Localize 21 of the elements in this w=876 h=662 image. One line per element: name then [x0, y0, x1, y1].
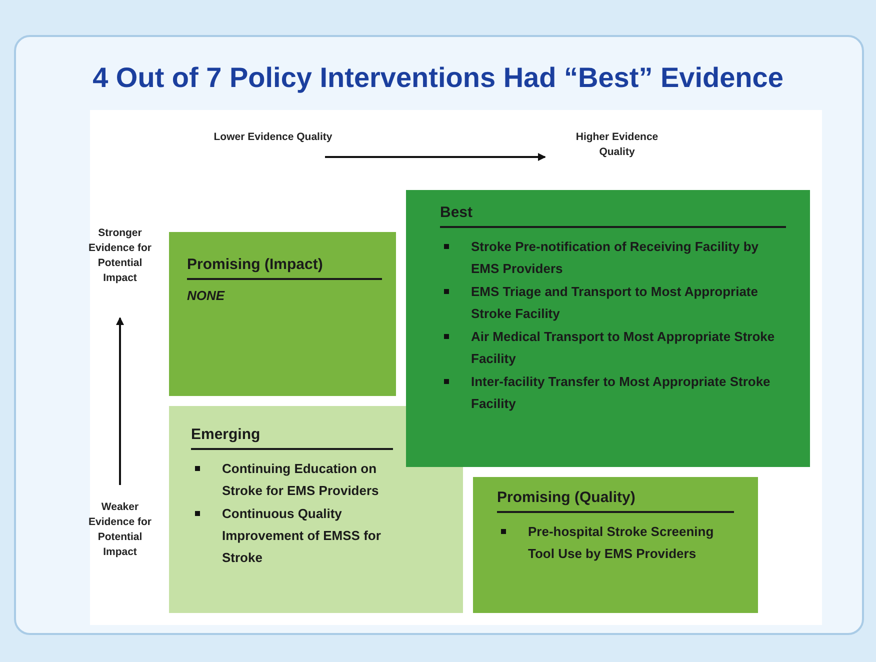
axis-label: Stronger Evidence for Potential Impact: [87, 226, 153, 286]
quadrant-heading: Promising (Quality): [497, 489, 734, 513]
bullet-item: Stroke Pre-notification of Receiving Facility by EMS Providers: [471, 238, 760, 278]
bullet-item: Continuous Quality Improvement of EMSS for Stroke: [222, 505, 382, 567]
bullet-item: Continuing Education on Stroke for EMS Providers: [222, 460, 380, 500]
bullet-item: Inter-facility Transfer to Most Appropriate Stroke Facility: [471, 373, 772, 413]
quadrant-text: NONE: [187, 288, 226, 303]
bullet-item: EMS Triage and Transport to Most Appropriate Stroke Facility: [471, 283, 759, 323]
quadrant-heading: Emerging: [191, 426, 393, 450]
quadrant-box: [169, 406, 463, 613]
quadrant-heading: Promising (Impact): [187, 256, 382, 280]
slide-title: 4 Out of 7 Policy Interventions Had “Best” Evidence: [92, 62, 784, 94]
quadrant-box: [473, 477, 758, 613]
bullet-item: Pre-hospital Stroke Screening Tool Use by EMS Providers: [528, 523, 715, 563]
quadrant-box: [406, 190, 810, 467]
axis-label: Higher Evidence Quality: [574, 130, 660, 160]
axis-label: Lower Evidence Quality: [213, 130, 333, 145]
axis-label: Weaker Evidence for Potential Impact: [87, 500, 153, 560]
quadrant-box: [169, 232, 396, 396]
bullet-item: Air Medical Transport to Most Appropriate Stroke Facility: [471, 328, 776, 368]
quadrant-heading: Best: [440, 204, 786, 228]
